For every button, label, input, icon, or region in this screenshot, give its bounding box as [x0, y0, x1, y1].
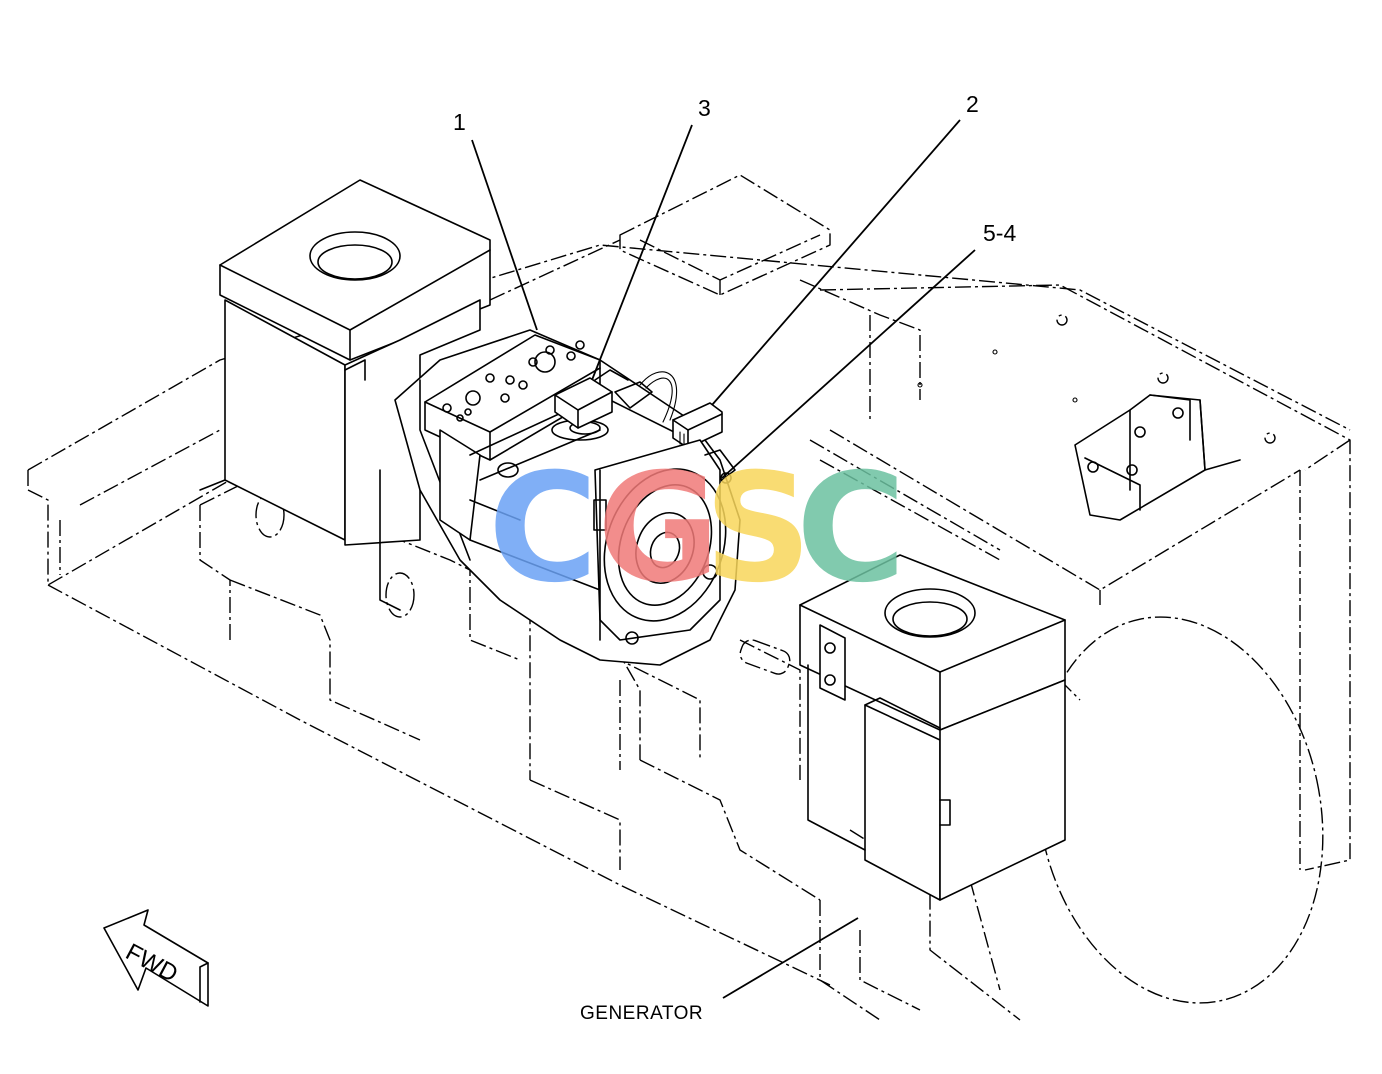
pump-assembly: [394, 329, 741, 666]
watermark-letter-4: C: [796, 442, 906, 616]
left-tank: [199, 179, 491, 611]
watermark-letter-2: G: [597, 442, 720, 616]
frame-rail: [27, 244, 1351, 986]
mounting-bracket: [1074, 394, 1241, 521]
callout-3: 3: [698, 95, 711, 121]
leader-1: [471, 139, 538, 331]
upper-center-block: [489, 174, 921, 420]
watermark-letter-3: S: [704, 442, 812, 616]
watermark-letter-1: C: [488, 442, 598, 616]
callout-2: 2: [966, 91, 979, 117]
right-tank: [799, 554, 1066, 901]
valve-block-ports: [442, 340, 585, 422]
fwd-arrow-icon: FWD: [103, 909, 209, 1007]
generator-label: GENERATOR: [580, 1003, 703, 1024]
leader-2: [711, 119, 961, 406]
leader-3: [591, 124, 693, 381]
watermark: C G S C: [488, 442, 906, 616]
leader-generator: [722, 917, 859, 999]
callout-leaders: [471, 119, 976, 999]
upper-right-housing: [809, 284, 1351, 871]
callout-5-4: 5-4: [983, 220, 1016, 246]
callout-1: 1: [453, 109, 466, 135]
leader-5-4: [721, 249, 976, 479]
